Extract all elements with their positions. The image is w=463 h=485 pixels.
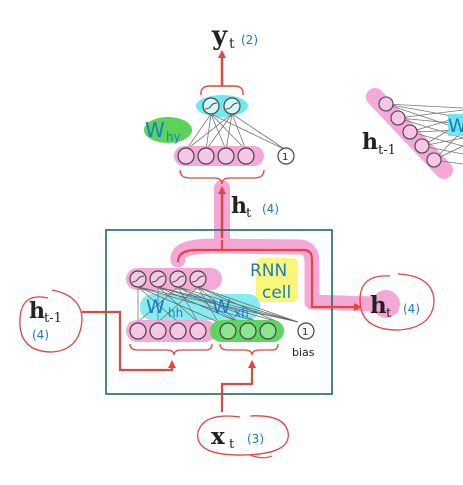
- rnn-cell-line1: RNN: [250, 261, 287, 281]
- htm1-right-sub: t-1: [378, 143, 396, 158]
- wxh-sub: xh: [234, 306, 249, 320]
- htm1-input-arrow: [82, 310, 176, 372]
- ht-mid-label: h t (4): [231, 193, 279, 221]
- sigmoid-circle-icon: [390, 110, 406, 126]
- why-label: W hy: [145, 118, 181, 144]
- sigmoid-circle-icon: [426, 152, 442, 168]
- rnn-cell-label: RNN cell: [250, 261, 291, 303]
- yt-brace: [200, 85, 244, 96]
- whh-sub: hh: [168, 306, 183, 320]
- yt-tag: (2): [241, 33, 258, 47]
- htm1-right-main: h: [362, 129, 378, 155]
- neuron-circle-icon: [149, 322, 167, 340]
- neuron-circle-icon: [259, 322, 277, 340]
- neuron-circle-icon: [217, 147, 235, 165]
- hidden-input-brace: [129, 343, 213, 356]
- why-green-highlight: [144, 117, 192, 143]
- sigmoid-circle-icon: [414, 138, 430, 154]
- cyan-highlight-right: [448, 114, 463, 136]
- cell-activation-nodes: [129, 270, 207, 288]
- sigmoid-circle-icon: [402, 124, 418, 140]
- output-label-yt: y t (2): [211, 21, 258, 52]
- xt-main: x: [211, 423, 225, 450]
- ht-out-tag: (4): [403, 302, 420, 316]
- ht-out-main: h: [370, 292, 387, 319]
- neuron-circle-icon: [239, 322, 257, 340]
- ht-out-label: h t (4): [370, 292, 420, 321]
- neuron-circle-icon: [129, 322, 147, 340]
- whh-label: W hh: [146, 296, 183, 320]
- xt-sub: t: [229, 437, 235, 452]
- htm1-left-tag: (4): [32, 328, 49, 342]
- cell-input-nodes: 1: [129, 322, 315, 340]
- htm1-hand-circle: [19, 289, 83, 353]
- neuron-circle-icon: [177, 147, 195, 165]
- why-main: W: [145, 118, 165, 142]
- ht-mid-sub: t: [246, 206, 252, 221]
- whh-main: W: [146, 296, 165, 318]
- bias-circle-icon: [297, 322, 315, 340]
- bias-word: bias: [292, 346, 315, 359]
- ht-out-sub: t: [386, 306, 392, 321]
- hidden-top-brace: [179, 169, 265, 185]
- w-right-cut: W: [448, 115, 463, 137]
- wxh-main: W: [212, 296, 231, 318]
- ht-mid-tag: (4): [262, 202, 279, 216]
- bias-circle-icon: [277, 147, 295, 165]
- xt-hand-tail: [249, 454, 273, 459]
- yt-main: y: [211, 21, 228, 51]
- x-input-brace: [219, 343, 279, 356]
- xt-tag: (3): [247, 432, 264, 446]
- hidden-nodes-top: 1: [177, 147, 295, 165]
- neuron-circle-icon: [169, 322, 187, 340]
- sigmoid-circle-icon: [378, 96, 394, 112]
- htm1-left-label: h t-1 (4): [29, 298, 62, 342]
- neuron-circle-icon: [189, 322, 207, 340]
- bias-top-label: 1: [282, 152, 288, 163]
- why-sub: hy: [166, 130, 181, 144]
- why-weight-lines: [185, 113, 287, 151]
- ht-mid-main: h: [231, 193, 247, 219]
- xt-hand-circle: [197, 415, 289, 456]
- rnn-cell-yellow-highlight: [256, 258, 298, 302]
- ht-output-arrow: [176, 248, 362, 311]
- xt-input-arrow: [220, 360, 256, 412]
- rnn-cell-line2: cell: [262, 283, 291, 303]
- neuron-circle-icon: [237, 147, 255, 165]
- neuron-circle-icon: [197, 147, 215, 165]
- right-partial-network: W h t-1: [362, 96, 463, 168]
- xt-label: x t (3): [211, 423, 264, 452]
- ht-out-hand-circle: [359, 273, 435, 331]
- yt-sub: t: [229, 36, 235, 52]
- htm1-left-main: h: [29, 298, 45, 324]
- cell-weight-lines: [137, 286, 299, 323]
- htm1-left-sub: t-1: [44, 311, 62, 326]
- wxh-label: W xh: [212, 296, 249, 320]
- neuron-circle-icon: [219, 322, 237, 340]
- bias-cell-label: 1: [302, 327, 308, 338]
